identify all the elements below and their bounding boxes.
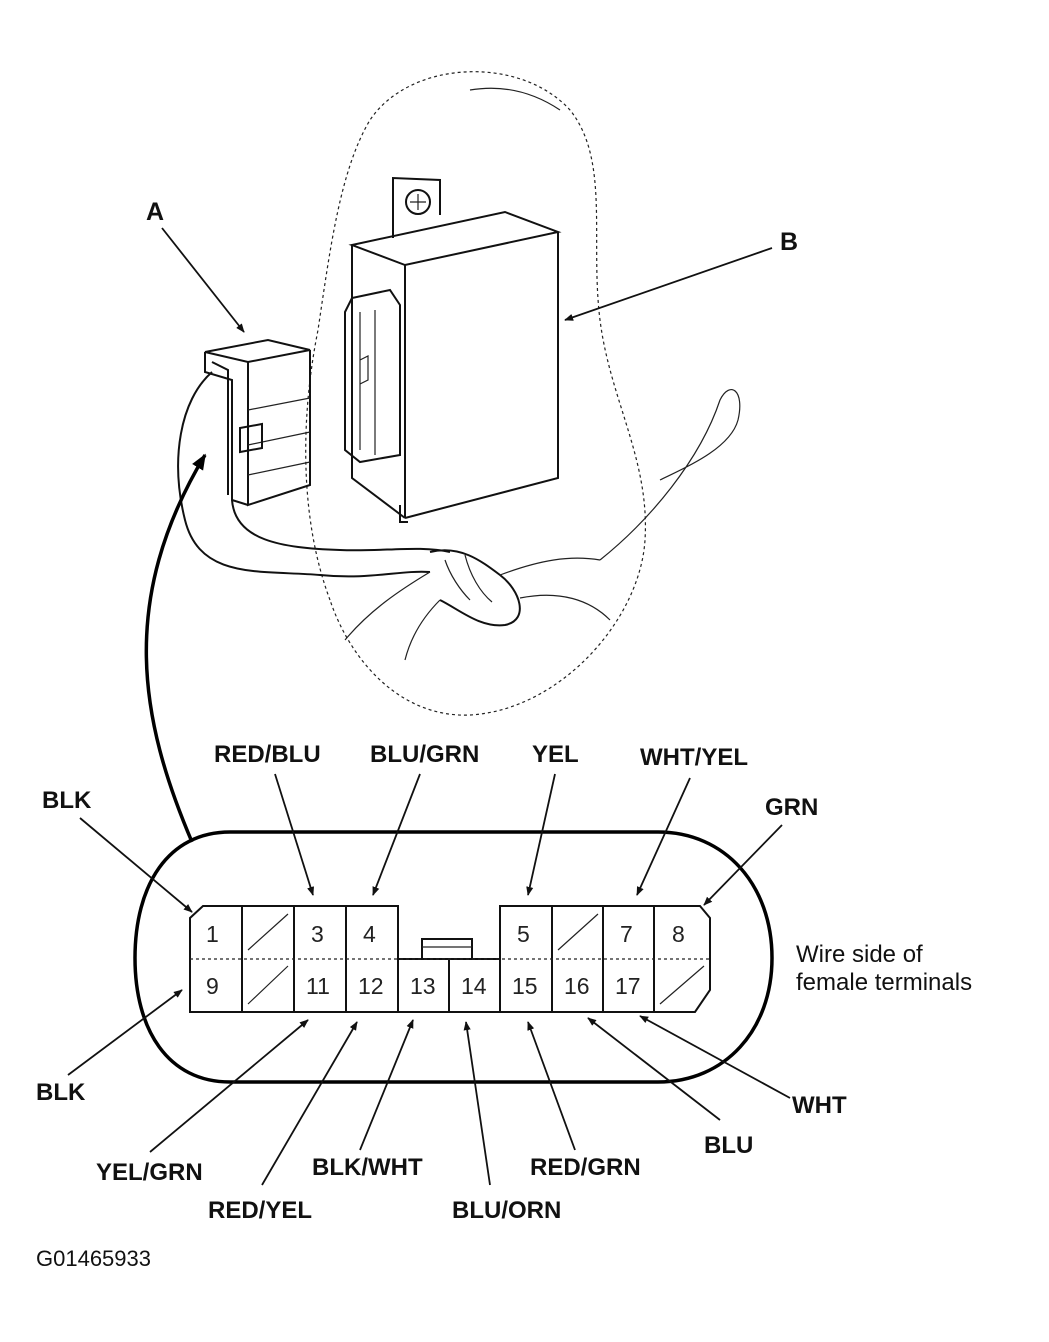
pin-14: 14 bbox=[461, 973, 487, 999]
pin-8: 8 bbox=[672, 921, 685, 947]
figure-code: G01465933 bbox=[36, 1246, 151, 1271]
wire-label-pin9: BLK bbox=[36, 1079, 86, 1106]
pin-13: 13 bbox=[410, 973, 436, 999]
pin-1: 1 bbox=[206, 921, 219, 947]
component-illustration: A B bbox=[146, 71, 798, 716]
pin-11: 11 bbox=[306, 973, 330, 999]
pin-17: 17 bbox=[615, 973, 641, 999]
note-line-1: Wire side of bbox=[796, 941, 923, 968]
note-line-2: female terminals bbox=[796, 969, 972, 996]
pin-16: 16 bbox=[564, 973, 590, 999]
wire-label-pin16: BLU bbox=[704, 1132, 753, 1159]
pin-7: 7 bbox=[620, 921, 633, 947]
wire-label-pin3: RED/BLU bbox=[214, 741, 321, 768]
connector-link-arrow bbox=[144, 453, 207, 843]
body-outline bbox=[305, 71, 647, 716]
wire-label-pin14: BLU/ORN bbox=[452, 1197, 561, 1224]
harness-connector bbox=[204, 338, 311, 507]
connector-face: 1 3 4 5 7 8 9 11 12 13 14 15 16 17 bbox=[133, 830, 774, 1084]
pin-5: 5 bbox=[517, 921, 530, 947]
callout-b-leader bbox=[564, 247, 773, 321]
wire-label-pin12: RED/YEL bbox=[208, 1197, 312, 1224]
wire-label-pin17: WHT bbox=[792, 1092, 847, 1119]
wire-labels: BLK RED/BLU BLU/GRN YEL WHT/YEL GRN BLK … bbox=[36, 741, 847, 1224]
wire-label-pin15: RED/GRN bbox=[530, 1154, 641, 1181]
wire-harness bbox=[177, 371, 741, 661]
pin-15: 15 bbox=[512, 973, 538, 999]
pin-12: 12 bbox=[358, 973, 384, 999]
wire-label-pin4: BLU/GRN bbox=[370, 741, 479, 768]
callout-a-leader bbox=[161, 227, 245, 333]
wire-label-pin11: YEL/GRN bbox=[96, 1159, 203, 1186]
wire-label-pin7: WHT/YEL bbox=[640, 744, 748, 771]
wire-label-pin1: BLK bbox=[42, 787, 92, 814]
pin-9: 9 bbox=[206, 973, 219, 999]
control-unit bbox=[344, 176, 562, 523]
callout-b-label: B bbox=[780, 228, 798, 256]
pin-3: 3 bbox=[311, 921, 324, 947]
callout-a-label: A bbox=[146, 198, 164, 226]
pin-4: 4 bbox=[363, 921, 376, 947]
wire-label-pin8: GRN bbox=[765, 794, 818, 821]
wire-label-pin13: BLK/WHT bbox=[312, 1154, 423, 1181]
wire-label-pin5: YEL bbox=[532, 741, 579, 768]
connector-housing-outline bbox=[133, 830, 774, 1084]
